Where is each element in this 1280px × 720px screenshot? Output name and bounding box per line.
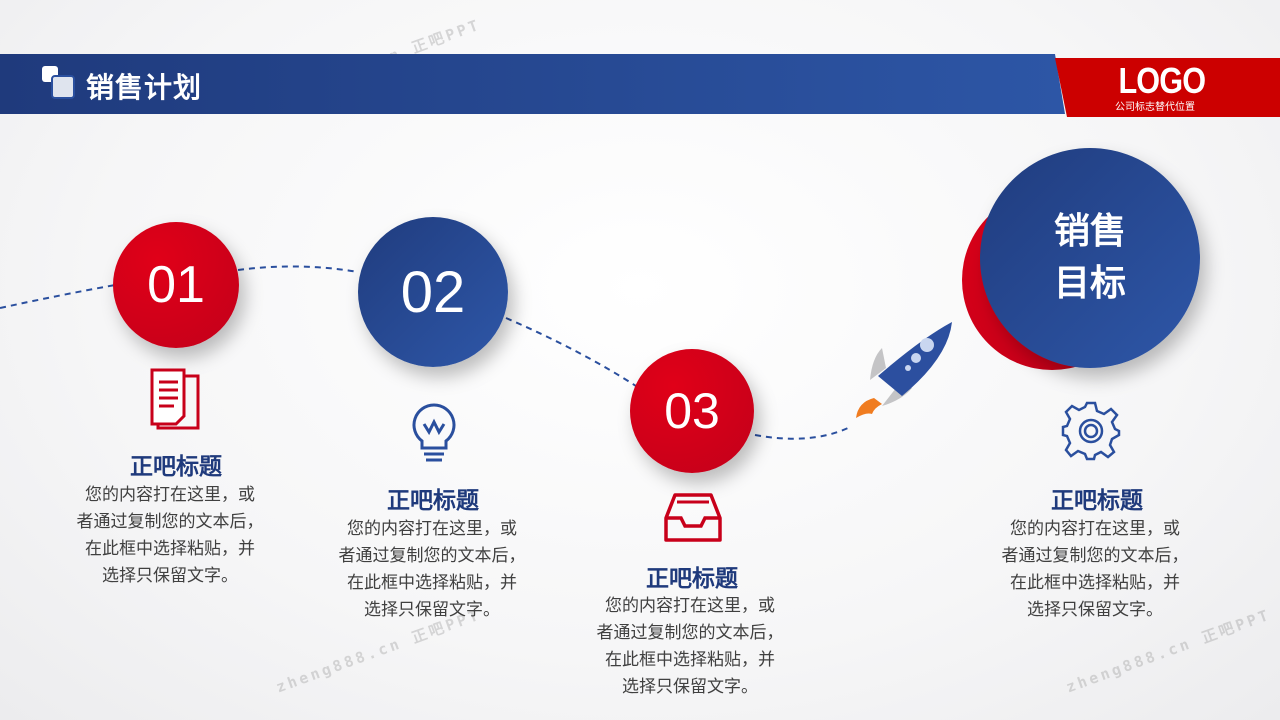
step-title: 正吧标题 [646, 566, 738, 592]
text-line: 在此框中选择粘贴，并 [605, 650, 775, 670]
step-number: 01 [147, 256, 205, 314]
step-description: 您的内容打在这里，或者通过复制您的文本后， 在此框中选择粘贴，并选择只保留文字。 [55, 482, 285, 590]
text-line: 者通过复制您的文本后， [596, 623, 784, 643]
text-line: 选择只保留文字。 [622, 677, 758, 697]
rocket-icon [856, 322, 952, 418]
goal-line2: 目标 [1053, 263, 1126, 304]
document-icon [150, 368, 200, 430]
gear-icon [1061, 401, 1121, 461]
step-circle-02: 02 [358, 217, 508, 367]
step-description: 您的内容打在这里，或者通过复制您的文本后， 在此框中选择粘贴，并选择只保留文字。 [575, 593, 805, 701]
logo: LOGO [1118, 60, 1206, 101]
text-line: 在此框中选择粘贴，并 [347, 573, 517, 593]
text-line: 者通过复制您的文本后， [338, 546, 526, 566]
step-number: 02 [400, 259, 466, 325]
text-line: 选择只保留文字。 [1027, 600, 1163, 620]
text-line: 您的内容打在这里，或 [347, 519, 517, 539]
lightbulb-icon [412, 403, 456, 462]
step-number: 03 [664, 383, 720, 439]
text-line: 您的内容打在这里，或 [85, 485, 255, 505]
text-line: 者通过复制您的文本后， [1001, 546, 1189, 566]
text-line: 选择只保留文字。 [364, 600, 500, 620]
goal-line1: 销售 [1053, 211, 1126, 252]
page-title: 销售计划 [86, 71, 203, 104]
text-line: 您的内容打在这里，或 [605, 596, 775, 616]
step-title: 正吧标题 [387, 488, 479, 514]
text-line: 选择只保留文字。 [102, 566, 238, 586]
header-bar [0, 54, 1065, 114]
goal-circle: 销售 目标 [980, 148, 1200, 368]
goal-description: 您的内容打在这里，或者通过复制您的文本后， 在此框中选择粘贴，并选择只保留文字。 [980, 516, 1210, 624]
text-line: 在此框中选择粘贴，并 [1010, 573, 1180, 593]
inbox-icon [664, 493, 722, 542]
step-circle-03: 03 [630, 349, 754, 473]
text-line: 在此框中选择粘贴，并 [85, 539, 255, 559]
step-description: 您的内容打在这里，或者通过复制您的文本后， 在此框中选择粘贴，并选择只保留文字。 [317, 516, 547, 624]
title-squares-icon [42, 66, 75, 99]
goal-title: 正吧标题 [1051, 488, 1143, 514]
step-circle-01: 01 [113, 222, 239, 348]
logo-bar [1055, 58, 1280, 117]
step-title: 正吧标题 [130, 454, 222, 480]
text-line: 者通过复制您的文本后， [76, 512, 264, 532]
logo-subtitle: 公司标志替代位置 [1115, 102, 1195, 113]
text-line: 您的内容打在这里，或 [1010, 519, 1180, 539]
